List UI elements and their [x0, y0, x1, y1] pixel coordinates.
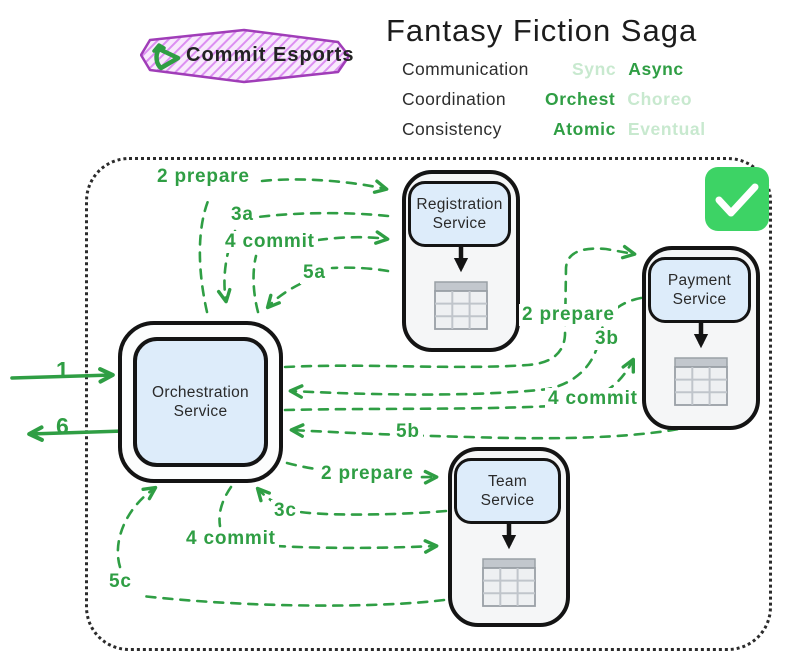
service-registration-name: Registration Service: [416, 195, 503, 232]
flow-label-pay-commit: 4 commit: [545, 388, 641, 410]
legend-option-sync: Sync: [572, 59, 617, 79]
legend-option-async: Async: [628, 59, 684, 79]
logo-text: Commit Esports: [186, 44, 355, 66]
legend-option-orchest: Orchest: [545, 89, 616, 109]
legend-label: Coordination: [402, 89, 507, 109]
legend-row-communication: Communication Sync Async: [402, 59, 762, 89]
service-team-label-box: Team Service: [454, 458, 561, 524]
flow-label-team-prepare: 2 prepare: [318, 463, 417, 485]
flow-label-reg-5a: 5a: [300, 262, 329, 284]
legend-label: Consistency: [402, 119, 502, 139]
database-table-icon: [674, 322, 728, 406]
database-table-icon: [482, 523, 536, 607]
service-payment-label-box: Payment Service: [648, 257, 751, 323]
flow-label-pay-3b: 3b: [592, 328, 622, 350]
flow-label-pay-prepare: 2 prepare: [519, 304, 618, 326]
service-team-name: Team Service: [480, 472, 535, 509]
service-orchestration-name: Orchestration Service: [152, 383, 249, 420]
logo-badge: [140, 28, 351, 84]
legend-option-atomic: Atomic: [553, 119, 616, 139]
service-registration-label-box: Registration Service: [408, 181, 511, 247]
legend-row-consistency: Consistency Atomic Eventual: [402, 119, 762, 149]
legend-option-eventual: Eventual: [627, 119, 706, 139]
flow-label-reg-prepare: 2 prepare: [154, 166, 253, 188]
flow-label-pay-5b: 5b: [393, 421, 423, 443]
flow-label-entry: 1: [56, 357, 70, 383]
flow-label-team-commit: 4 commit: [183, 528, 279, 550]
check-icon: [715, 183, 759, 217]
service-team: Team Service: [448, 447, 570, 627]
database-table-icon: [434, 246, 488, 330]
service-payment-name: Payment Service: [667, 271, 732, 308]
legend-label: Communication: [402, 59, 529, 79]
commit-arrow-icon: [152, 43, 181, 71]
flow-label-reg-commit: 4 commit: [222, 231, 318, 253]
page-title: Fantasy Fiction Saga: [386, 13, 698, 48]
success-check-badge: [705, 167, 769, 231]
service-orchestration: Orchestration Service: [118, 321, 283, 483]
service-orchestration-label-box: Orchestration Service: [133, 337, 268, 467]
legend: Communication Sync Async Coordination Or…: [402, 59, 762, 149]
saga-boundary-box: [85, 157, 772, 651]
service-payment: Payment Service: [642, 246, 760, 430]
flow-label-team-3c: 3c: [271, 500, 300, 522]
service-registration: Registration Service: [402, 170, 520, 352]
legend-option-choreo: Choreo: [627, 89, 693, 109]
flow-label-exit: 6: [56, 413, 70, 439]
flow-label-reg-3a: 3a: [228, 204, 257, 226]
legend-row-coordination: Coordination Orchest Choreo: [402, 89, 762, 119]
flow-label-team-5c: 5c: [106, 571, 135, 593]
